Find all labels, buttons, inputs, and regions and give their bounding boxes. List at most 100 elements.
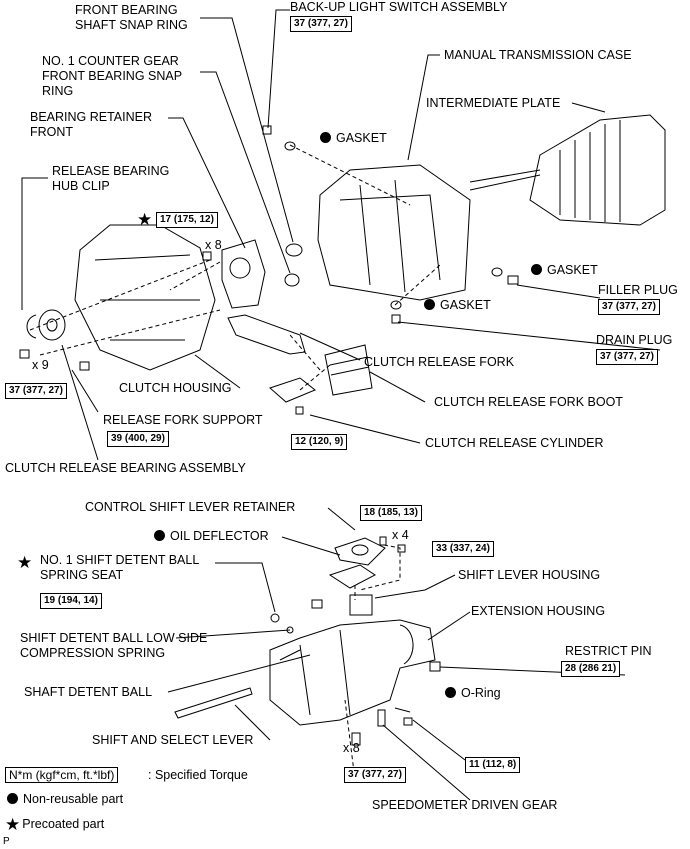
label-shift-detent-seat: NO. 1 SHIFT DETENT BALL SPRING SEAT xyxy=(40,553,199,583)
label-shift-lever-housing: SHIFT LEVER HOUSING xyxy=(458,568,601,582)
release-bearing-shape xyxy=(38,309,66,341)
torque-fork-support: 39 (400, 29) xyxy=(107,431,169,447)
bearing-retainer-text: BEARING RETAINER FRONT xyxy=(30,110,153,139)
non-reusable-dot-icon xyxy=(7,793,18,804)
oil-deflector-shape xyxy=(328,564,376,589)
leader-shift-lever-housing xyxy=(374,574,456,599)
bearing-retainer-outline xyxy=(221,239,266,309)
leader-detent-ball xyxy=(167,654,311,693)
count-x8-top: x 8 xyxy=(205,238,222,252)
label-detent-ball: SHAFT DETENT BALL xyxy=(24,685,153,699)
footer-code: P xyxy=(3,836,10,847)
legend-torque-desc: : Specified Torque xyxy=(148,768,248,782)
leader-release-fork-support xyxy=(71,369,99,413)
non-reusable-dot-icon xyxy=(320,132,331,143)
counter-snap-ring-shape xyxy=(284,273,300,287)
leader-extension-housing xyxy=(427,611,471,641)
torque-housing-bolt: 37 (377, 27) xyxy=(5,383,67,399)
leader-shift-select-lever xyxy=(234,704,271,741)
o-ring-text: O-Ring xyxy=(461,686,501,700)
label-front-snap-ring: FRONT BEARING SHAFT SNAP RING xyxy=(75,3,188,33)
shift-detent-seat: ★ xyxy=(17,553,34,573)
non-reusable-dot-icon xyxy=(424,299,435,310)
torque-release-cyl: 12 (120, 9) xyxy=(291,434,348,450)
fork-boot-shape xyxy=(324,344,373,396)
label-shift-select-lever: SHIFT AND SELECT LEVER xyxy=(92,733,254,747)
shift-detent-seat-text: NO. 1 SHIFT DETENT BALL SPRING SEAT xyxy=(40,553,200,582)
label-intermediate-plate: INTERMEDIATE PLATE xyxy=(426,96,561,110)
leader-fork-boot xyxy=(369,371,426,403)
label-clutch-housing: CLUTCH HOUSING xyxy=(119,381,232,395)
label-release-fork-support: RELEASE FORK SUPPORT xyxy=(103,413,263,427)
count-x8-bottom: x 8 xyxy=(343,741,360,755)
torque-lever-retainer: 18 (185, 13) xyxy=(360,505,422,521)
label-extension-housing: EXTENSION HOUSING xyxy=(471,604,606,618)
counter-snap-ring-text: NO. 1 COUNTER GEAR FRONT BEARING SNAP RI… xyxy=(42,54,183,98)
leader-counter-snap-ring xyxy=(200,71,291,274)
leader-filler-plug xyxy=(516,284,601,299)
leader-release-bearing-assy xyxy=(61,344,99,461)
torque-backup-switch: 37 (377, 27) xyxy=(290,16,352,32)
torque-extension-bolt: 37 (377, 27) xyxy=(344,767,406,783)
extension-housing-shape xyxy=(269,619,436,726)
leader-release-cylinder xyxy=(309,414,421,444)
label-release-bearing-assy: CLUTCH RELEASE BEARING ASSEMBLY xyxy=(5,461,246,475)
gasket-3: GASKET xyxy=(424,298,491,313)
o-ring: O-Ring xyxy=(445,686,501,701)
torque-speedo: 11 (112, 8) xyxy=(465,757,521,773)
torque-drain-plug: 37 (377, 27) xyxy=(596,349,658,365)
label-filler-plug: FILLER PLUG xyxy=(598,283,678,297)
torque-retainer-bolt: 17 (175, 12) xyxy=(156,212,218,228)
count-x4: x 4 xyxy=(392,528,409,542)
label-shift-lever-retainer: CONTROL SHIFT LEVER RETAINER xyxy=(85,500,296,514)
leader-shift-detent-seat xyxy=(215,562,276,613)
detent-spring-text: SHIFT DETENT BALL LOW SIDE COMPRESSION S… xyxy=(20,631,208,660)
leader-clutch-housing xyxy=(194,354,241,389)
gasket-2: GASKET xyxy=(531,263,598,278)
leader-trans-case xyxy=(407,54,440,161)
leader-shift-lever-retainer xyxy=(327,507,356,531)
hub-clip-shape xyxy=(26,314,37,339)
legend-non-reusable: Non-reusable part xyxy=(7,792,123,807)
count-x9: x 9 xyxy=(32,358,49,372)
trans-case-outline xyxy=(317,164,471,301)
leader-bearing-retainer xyxy=(168,117,246,249)
precoated-retainer-bolt: ★ xyxy=(137,210,154,230)
label-release-hub-clip: RELEASE BEARING HUB CLIP xyxy=(52,164,169,194)
label-drain-plug: DRAIN PLUG xyxy=(596,333,673,347)
non-reusable-dot-icon xyxy=(531,264,542,275)
oil-deflector: OIL DEFLECTOR xyxy=(154,529,269,544)
torque-filler-plug: 37 (377, 27) xyxy=(598,299,660,315)
legend-non-reusable-text: Non-reusable part xyxy=(23,792,124,806)
gasket-1: GASKET xyxy=(320,131,387,146)
label-bearing-retainer: BEARING RETAINER FRONT xyxy=(30,110,152,140)
gasket-3-text: GASKET xyxy=(440,298,491,312)
label-release-cylinder: CLUTCH RELEASE CYLINDER xyxy=(425,436,604,450)
label-trans-case: MANUAL TRANSMISSION CASE xyxy=(444,48,632,62)
front-snap-ring-shape xyxy=(285,243,303,257)
leader-oil-deflector xyxy=(281,536,341,556)
non-reusable-dot-icon xyxy=(154,530,165,541)
clutch-housing-outline xyxy=(74,224,216,371)
release-cylinder-shape xyxy=(269,377,316,403)
label-speedo-gear: SPEEDOMETER DRIVEN GEAR xyxy=(372,798,558,812)
gasket-1-text: GASKET xyxy=(336,131,387,145)
label-fork-boot: CLUTCH RELEASE FORK BOOT xyxy=(434,395,623,409)
legend-torque-box: N*m (kgf*cm, ft.*lbf) xyxy=(5,767,119,783)
legend-precoated-text: Precoated part xyxy=(22,817,105,831)
oil-deflector-text: OIL DEFLECTOR xyxy=(170,529,269,543)
torque-detent-seat: 19 (194, 14) xyxy=(40,593,102,609)
release-hub-clip-text: RELEASE BEARING HUB CLIP xyxy=(52,164,170,193)
shift-lever-housing-shape xyxy=(349,594,373,616)
precoated-star-icon: ★ xyxy=(137,210,153,229)
leader-clutch-release-fork xyxy=(299,332,361,361)
precoated-star-icon: ★ xyxy=(17,553,33,572)
leader-intermediate-plate xyxy=(571,102,606,113)
front-snap-ring-text: FRONT BEARING SHAFT SNAP RING xyxy=(75,3,188,32)
leader-detent-spring xyxy=(175,629,291,639)
label-counter-snap-ring: NO. 1 COUNTER GEAR FRONT BEARING SNAP RI… xyxy=(42,54,182,99)
lever-retainer-shape xyxy=(334,537,386,566)
leader-drain-plug xyxy=(397,321,661,351)
gasket-2-text: GASKET xyxy=(547,263,598,277)
